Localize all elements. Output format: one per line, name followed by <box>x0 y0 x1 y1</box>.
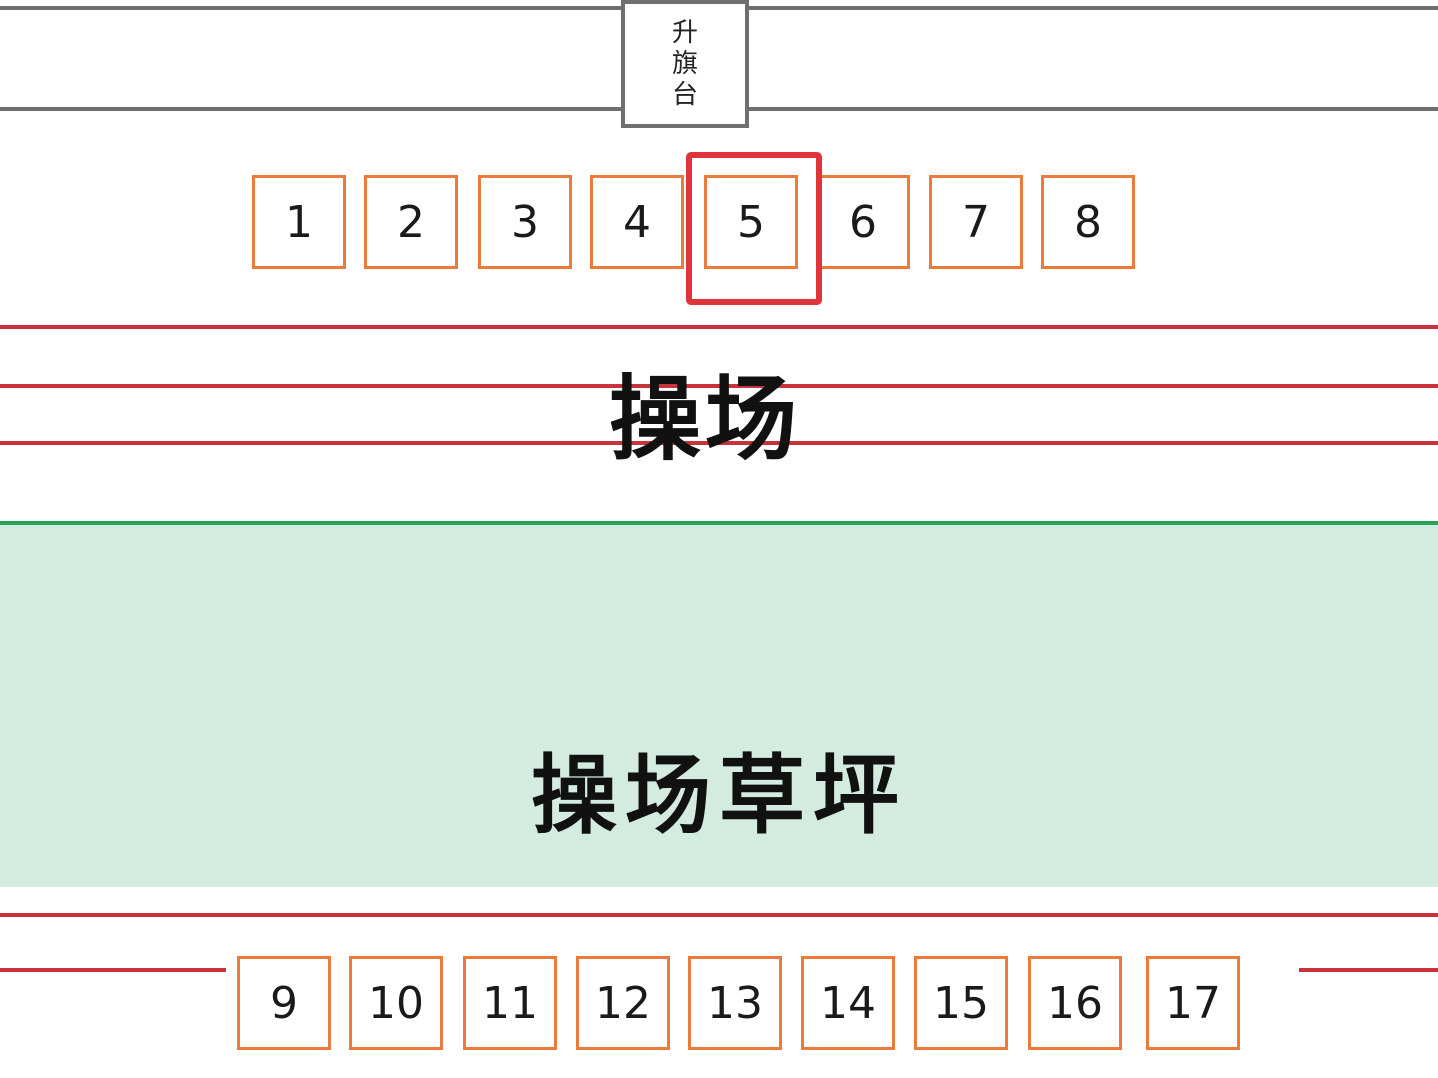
booth-7[interactable]: 7 <box>929 175 1023 269</box>
booth-10[interactable]: 10 <box>349 956 443 1050</box>
booth-2[interactable]: 2 <box>364 175 458 269</box>
track-line <box>0 968 226 972</box>
booth-14[interactable]: 14 <box>801 956 895 1050</box>
lawn-label: 操场草坪 <box>531 745 907 846</box>
flag-platform-char: 台 <box>671 79 698 110</box>
highlight-box <box>686 152 822 305</box>
lawn-area <box>0 525 1438 887</box>
flag-platform-char: 升 <box>671 17 698 48</box>
booth-16[interactable]: 16 <box>1028 956 1122 1050</box>
booth-5[interactable]: 5 <box>704 175 798 269</box>
booth-15[interactable]: 15 <box>914 956 1008 1050</box>
booth-13[interactable]: 13 <box>688 956 782 1050</box>
track-label: 操场 <box>608 365 801 473</box>
booth-9[interactable]: 9 <box>237 956 331 1050</box>
booth-17[interactable]: 17 <box>1146 956 1240 1050</box>
track-line <box>0 325 1438 329</box>
track-line <box>1299 968 1438 972</box>
flag-platform-char: 旗 <box>671 48 698 79</box>
track-line <box>0 441 1438 445</box>
booth-3[interactable]: 3 <box>478 175 572 269</box>
track-line <box>0 384 1438 388</box>
lawn-edge <box>0 521 1438 525</box>
booth-4[interactable]: 4 <box>590 175 684 269</box>
booth-8[interactable]: 8 <box>1041 175 1135 269</box>
booth-6[interactable]: 6 <box>816 175 910 269</box>
booth-11[interactable]: 11 <box>463 956 557 1050</box>
track-line <box>0 913 1438 917</box>
booth-12[interactable]: 12 <box>576 956 670 1050</box>
booth-1[interactable]: 1 <box>252 175 346 269</box>
flag-platform: 升 旗 台 <box>621 0 749 128</box>
